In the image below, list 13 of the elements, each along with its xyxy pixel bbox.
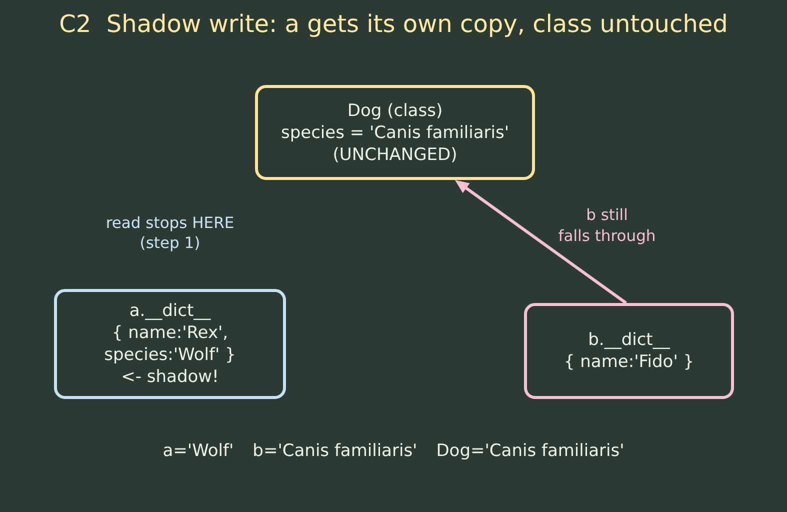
arrow [454, 180, 627, 304]
note-text: read stops HERE (step 1) [106, 213, 234, 253]
box-text: a.__dict__ { name:'Rex', species:'Wolf' } <- shadow! [104, 300, 236, 388]
dict-box [524, 303, 734, 399]
box-text: b.__dict__ { name:'Fido' } [564, 329, 694, 373]
value-text: b='Canis familiaris' [252, 440, 418, 462]
value-text: a='Wolf' [162, 440, 234, 462]
box-text: Dog (class) species = 'Canis familiaris' (UNCHANGED) [280, 100, 510, 166]
dict-box [54, 289, 286, 399]
diagram-title: C2 Shadow write: a gets its own copy, class untouched [59, 9, 728, 40]
edge-label: b still falls through [558, 205, 656, 247]
class-box [255, 85, 535, 180]
value-text: Dog='Canis familiaris' [436, 440, 624, 462]
